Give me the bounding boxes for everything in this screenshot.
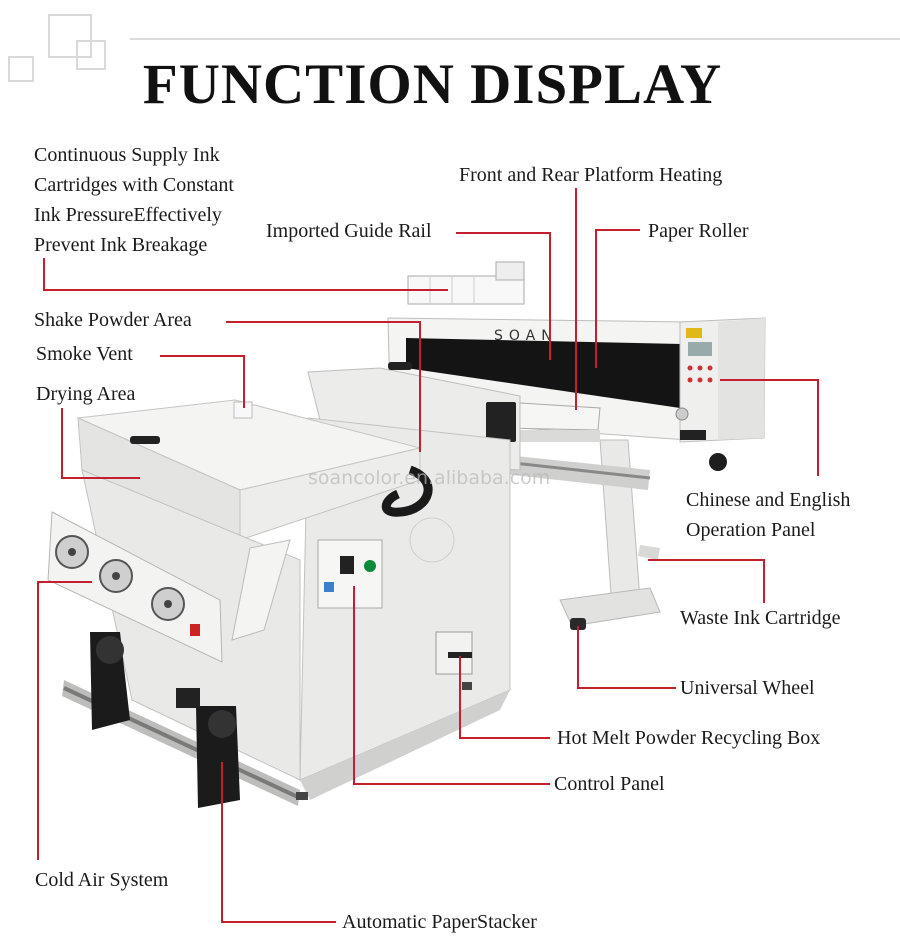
label-universal-wheel: Universal Wheel: [680, 677, 815, 699]
label-smoke-vent: Smoke Vent: [36, 343, 133, 365]
decor-square-3: [8, 56, 34, 82]
label-drying-area: Drying Area: [36, 383, 136, 405]
label-control-panel: Control Panel: [554, 773, 665, 795]
watermark-text: soancolor.en.alibaba.com: [308, 467, 550, 489]
label-paper-stacker: Automatic PaperStacker: [342, 911, 537, 933]
label-shake-powder: Shake Powder Area: [34, 309, 192, 331]
label-paper-roller: Paper Roller: [648, 220, 749, 242]
label-recycling-box: Hot Melt Powder Recycling Box: [557, 727, 821, 749]
label-cold-air: Cold Air System: [35, 869, 169, 891]
label-ink-supply: Continuous Supply Ink Cartridges with Co…: [34, 144, 234, 256]
label-front-rear-heating: Front and Rear Platform Heating: [459, 164, 723, 186]
label-operation-panel: Chinese and English Operation Panel: [686, 489, 851, 541]
label-guide-rail: Imported Guide Rail: [266, 220, 432, 242]
label-waste-ink: Waste Ink Cartridge: [680, 607, 841, 629]
decor-square-2: [76, 40, 106, 70]
header-rule: [130, 38, 900, 40]
page-title: FUNCTION DISPLAY: [142, 53, 723, 116]
decor-square-1: [48, 14, 92, 58]
brand-text: SOAN: [494, 328, 558, 344]
